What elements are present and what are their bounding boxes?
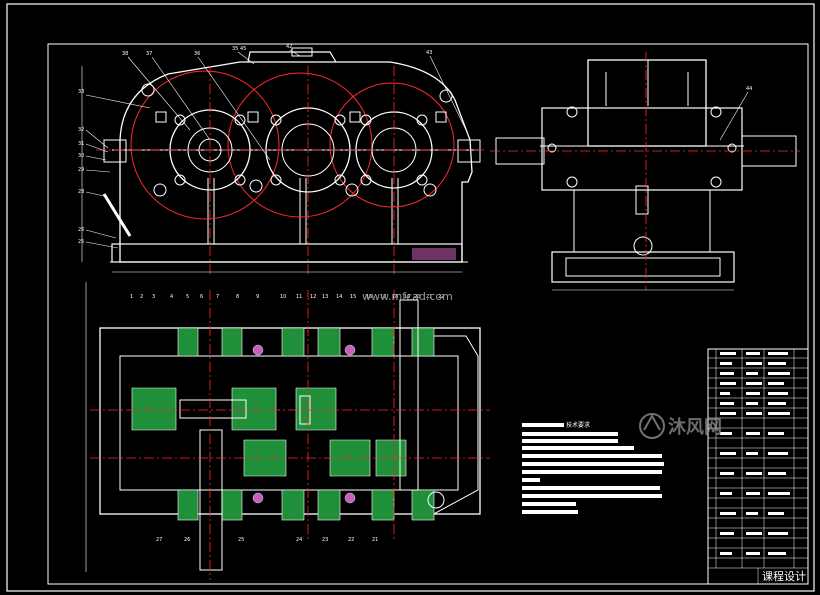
balloon-label: 19: [404, 294, 410, 300]
balloon-label: 15: [350, 294, 356, 300]
oil-gauge: [635, 185, 649, 215]
base-plate: [111, 243, 463, 263]
plan-balloons-bottom: 27 26 25 24 23 22 21: [156, 537, 378, 543]
balloon-label: 21: [426, 294, 432, 300]
balloon-label: 9: [256, 294, 259, 300]
side-flange: [541, 107, 743, 191]
dipstick: [102, 193, 132, 237]
balloon-label: 32: [78, 127, 84, 133]
balloon-label: 5: [186, 294, 189, 300]
balloon-label: 31: [78, 141, 84, 147]
drain-plug: [633, 236, 653, 256]
balloon-label: 4: [170, 294, 173, 300]
balloon-label: 43: [426, 50, 432, 56]
balloon-label: 6: [200, 294, 203, 300]
shaft-2: [199, 429, 223, 571]
balloon-label: 25: [238, 537, 244, 543]
balloon-label: 24: [296, 537, 302, 543]
lifting-eye: [439, 89, 453, 103]
side-base-inner: [565, 257, 721, 277]
inspection-cover: [247, 51, 337, 63]
side-bolt: [710, 106, 722, 118]
housing-outline: [119, 61, 473, 263]
sheet-inner-frame: [47, 43, 809, 585]
balloon-label: 23: [322, 537, 328, 543]
base-foot-hatch: [412, 248, 456, 260]
balloon-label: 18: [392, 294, 398, 300]
balloon-label: 1: [130, 294, 133, 300]
lifting-eye: [141, 83, 155, 97]
side-bolt: [727, 143, 737, 153]
gear-sections: [131, 387, 407, 477]
watermark-top: www.mfcad.com: [362, 290, 453, 303]
shaft-3: [399, 299, 419, 491]
flange-left: [103, 139, 127, 163]
watermark-right: 沐风网: [668, 417, 722, 438]
watermark-logo-icon: [639, 413, 665, 439]
bearing-balls: [252, 344, 356, 504]
balloon-label: 7: [216, 294, 219, 300]
side-housing-lower: [573, 189, 711, 253]
balloon-label: 10: [280, 294, 286, 300]
flange-right: [457, 139, 481, 163]
side-bolt: [710, 176, 722, 188]
side-bolt: [547, 143, 557, 153]
side-base: [551, 251, 735, 283]
title-block-cell-text: [720, 352, 790, 555]
balloon-label: 11: [296, 294, 302, 300]
vent-plug: [291, 47, 313, 57]
balloon-label: 14: [336, 294, 342, 300]
side-view: [490, 52, 800, 291]
sheet-outer-frame: [6, 3, 815, 592]
balloon-label: 27: [156, 537, 162, 543]
leader-lines: [85, 49, 467, 249]
notes-title: 技术要求: [566, 421, 590, 429]
title-block: 课程设计: [707, 348, 809, 585]
side-balloons: 44: [746, 86, 752, 92]
balloon-label: 44: [746, 86, 752, 92]
leader-line: [719, 91, 749, 141]
balloon-label: 13: [322, 294, 328, 300]
front-view: [81, 47, 486, 276]
balloon-label: 21: [372, 537, 378, 543]
balloon-label: 26: [184, 537, 190, 543]
bolt-heads: [153, 111, 447, 197]
balloon-label: 29: [78, 167, 84, 173]
gear-pitch-circle: [227, 72, 373, 218]
balloon-label: 22: [438, 294, 444, 300]
gear-pitch-circle: [329, 82, 455, 208]
balloon-label: 2: [140, 294, 143, 300]
balloon-label: 3: [152, 294, 155, 300]
balloon-label: 36: [194, 51, 200, 57]
balloon-label: 25: [78, 239, 84, 245]
balloon-label: 37: [146, 51, 152, 57]
balloon-label: 20: [414, 294, 420, 300]
notes-text-lines: [522, 423, 664, 514]
balloon-label: 8: [236, 294, 239, 300]
balloon-label: 42: [286, 44, 292, 50]
balloon-label: 26: [78, 227, 84, 233]
balloon-label: 33: [78, 89, 84, 95]
balloon-label: 30: [78, 153, 84, 159]
balloon-label: 22: [348, 537, 354, 543]
balloon-label: 28: [78, 189, 84, 195]
shaft-1: [179, 399, 247, 419]
gear-pitch-circle: [130, 70, 280, 220]
side-bolt: [566, 106, 578, 118]
front-balloons: 38 37 36 35 45 42 43 33 32 31 30 29 28 2…: [78, 44, 432, 245]
title-block-rows: [708, 349, 808, 584]
side-bolt: [566, 176, 578, 188]
plan-cover-right: [429, 335, 479, 517]
balloon-label: 16: [366, 294, 372, 300]
oil-drain: [427, 491, 445, 509]
balloon-label: 17: [380, 294, 386, 300]
balloon-label: 38: [122, 51, 128, 57]
title-block-caption: 课程设计: [762, 570, 806, 583]
technical-notes: 技术要求: [522, 421, 664, 514]
balloon-label: 35 45: [232, 46, 246, 52]
balloon-label: 12: [310, 294, 316, 300]
plan-view: [85, 282, 490, 580]
plan-balloons-top: 1 2 3 4 5 6 7 8 9 10 11 12 13 14 15 16 1…: [130, 294, 444, 300]
